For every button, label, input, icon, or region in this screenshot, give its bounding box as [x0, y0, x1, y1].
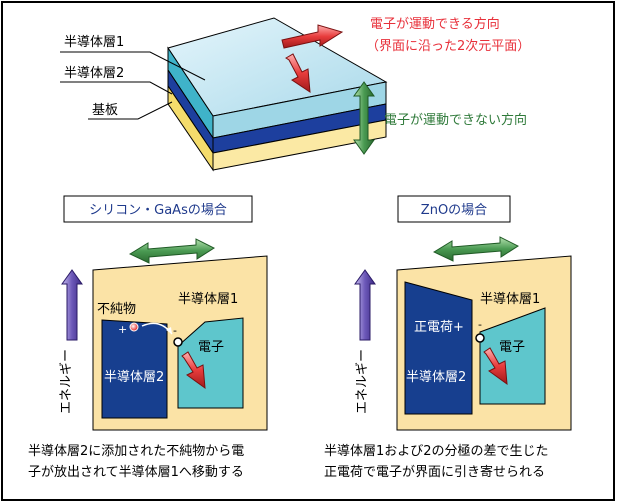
left-impurity-label: 不純物 — [97, 302, 136, 317]
layer-stack-block — [167, 17, 388, 172]
right-positive-charge-label: 正電荷+ — [414, 320, 464, 335]
leader-layer2 — [60, 81, 173, 95]
left-electron-arrow — [181, 351, 206, 390]
top-layer2-label: 半導体層2 — [64, 66, 124, 81]
layer-leader-lines — [60, 51, 206, 120]
right-electron-arrow — [483, 347, 508, 386]
left-energy-label: エネルギー — [59, 349, 74, 414]
leader-substrate — [88, 101, 173, 120]
right-energy-arrow — [354, 269, 376, 341]
top-layer1-label: 半導体層1 — [64, 35, 124, 50]
right-electron-label: 電子 — [499, 340, 525, 355]
top-substrate-label: 基板 — [92, 103, 118, 118]
immovable-direction-label: 電子が運動できない方向 — [384, 112, 527, 128]
right-energy-label: エネルギー — [355, 349, 370, 414]
left-minus-sign: - — [173, 324, 177, 337]
left-electron-dot — [173, 337, 183, 347]
left-horizontal-arrow — [128, 238, 216, 264]
left-electron-label: 電子 — [198, 340, 224, 355]
out-of-plane-arrow — [353, 81, 375, 155]
movable-direction-label: 電子が運動できる方向 — [370, 16, 500, 32]
left-caption-line1: 半導体層2に添加された不純物から電 — [28, 444, 244, 459]
leader-layer1 — [60, 51, 206, 81]
left-caption-line2: 子が放出されて半導体層1へ移動する — [28, 465, 244, 480]
right-layer1-region — [479, 307, 546, 405]
left-layer2-label: 半導体層2 — [104, 370, 164, 385]
left-layer1-region — [177, 317, 244, 409]
right-electron-dot — [475, 333, 485, 343]
right-caption-line1: 半導体層1および2の分極の差で生じた — [324, 443, 549, 459]
movable-direction-sublabel: （界面に沿った2次元平面） — [366, 38, 530, 54]
left-plus-sign: + — [118, 323, 127, 336]
right-case-title-box — [397, 195, 511, 223]
in-plane-arrow-right — [281, 24, 344, 49]
left-case-title-box — [63, 195, 253, 223]
right-minus-sign: - — [478, 318, 482, 331]
right-layer2-label: 半導体層2 — [406, 370, 466, 385]
impurity-dot — [129, 322, 139, 332]
right-layer1-label: 半導体層1 — [480, 292, 540, 307]
left-case-title: シリコン・GaAsの場合 — [89, 203, 227, 218]
substrate-front-face — [212, 119, 387, 171]
electron-path-arrowhead — [166, 327, 172, 334]
right-layer2-region — [404, 281, 473, 415]
right-caption-line2: 正電荷で電子が界面に引き寄せられる — [324, 464, 545, 480]
left-layer1-label: 半導体層1 — [178, 292, 238, 307]
right-horizontal-arrow — [432, 236, 520, 262]
right-case-title: ZnOの場合 — [421, 203, 487, 218]
left-energy-arrow — [61, 269, 83, 341]
in-plane-arrow-down — [285, 53, 311, 93]
left-layer2-region — [101, 319, 168, 419]
